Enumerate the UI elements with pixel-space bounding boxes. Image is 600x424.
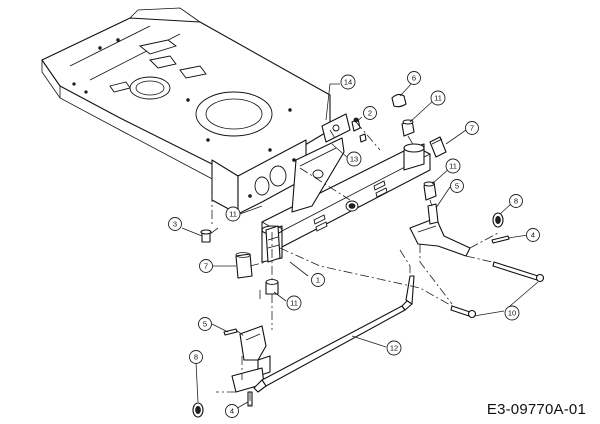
- svg-text:2: 2: [368, 109, 372, 118]
- spindle-bolts: [450, 261, 545, 319]
- svg-text:8: 8: [194, 353, 198, 362]
- callout-4-right: 4: [526, 228, 540, 242]
- callout-11-right: 11: [445, 158, 461, 174]
- svg-text:4: 4: [230, 407, 234, 416]
- svg-text:12: 12: [390, 344, 398, 353]
- svg-text:5: 5: [455, 182, 459, 191]
- svg-text:5: 5: [203, 320, 207, 329]
- svg-text:3: 3: [173, 220, 177, 229]
- leader-lines: [181, 80, 539, 412]
- callout-13: 13: [346, 151, 362, 167]
- callout-5-right: 5: [450, 179, 464, 193]
- svg-text:10: 10: [508, 309, 516, 318]
- svg-text:7: 7: [204, 262, 208, 271]
- spindle-right: [409, 203, 471, 257]
- svg-text:11: 11: [229, 210, 237, 219]
- callout-11-top: 11: [430, 90, 446, 106]
- svg-text:11: 11: [434, 94, 442, 103]
- svg-text:4: 4: [531, 231, 535, 240]
- callout-12: 12: [386, 340, 402, 356]
- assembly-lines: [209, 121, 501, 406]
- svg-text:1: 1: [316, 276, 320, 285]
- tie-rod: [253, 275, 415, 393]
- chassis-frame: [41, 7, 331, 215]
- svg-text:6: 6: [412, 74, 416, 83]
- callout-11-left: 11: [225, 206, 241, 222]
- callouts: 1 2 3 4 4 5 5 6: [168, 71, 540, 418]
- callout-8-left: 8: [189, 350, 203, 364]
- svg-text:14: 14: [344, 78, 352, 87]
- callout-14: 14: [340, 74, 356, 90]
- svg-text:11: 11: [449, 162, 457, 171]
- svg-text:11: 11: [290, 299, 298, 308]
- callout-7-right: 7: [465, 121, 479, 135]
- callout-11-bottom: 11: [286, 295, 302, 311]
- callout-6: 6: [407, 71, 421, 85]
- callout-1: 1: [311, 273, 325, 287]
- callout-5-left: 5: [198, 317, 212, 331]
- svg-text:7: 7: [470, 124, 474, 133]
- callout-7-left: 7: [199, 259, 213, 273]
- svg-text:8: 8: [514, 197, 518, 206]
- callout-8-right: 8: [509, 194, 523, 208]
- callout-2: 2: [363, 106, 377, 120]
- callout-4-bottom: 4: [225, 404, 239, 418]
- callout-10: 10: [504, 305, 520, 321]
- svg-text:13: 13: [350, 155, 358, 164]
- hardware: [192, 93, 510, 418]
- callout-3: 3: [168, 217, 182, 231]
- drawing-code: E3-09770A-01: [486, 401, 586, 418]
- pivot-bracket: [321, 113, 351, 143]
